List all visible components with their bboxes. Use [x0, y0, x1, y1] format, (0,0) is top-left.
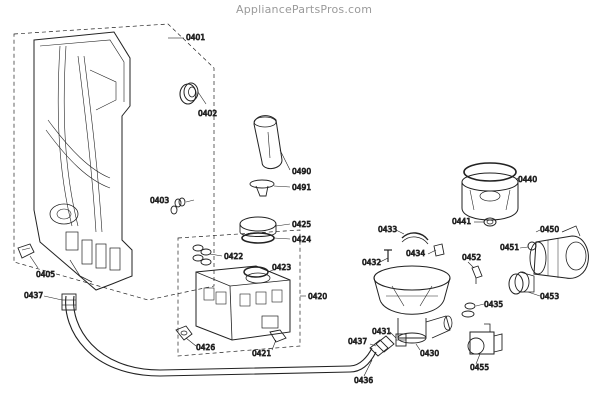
part-0451-graphic: [527, 241, 537, 251]
label-0426: 0426: [196, 343, 215, 352]
group-outline-side-panel: [13, 23, 215, 301]
part-0432-graphic: [384, 249, 392, 262]
label-0405: 0405: [36, 270, 55, 279]
drain-hose-graphic: [61, 293, 395, 377]
label-0424: 0424: [292, 235, 311, 244]
label-0437-hose-left: 0437: [24, 291, 43, 300]
part-0435-graphic: [461, 302, 476, 318]
part-0403-graphic: [170, 197, 186, 215]
label-0434: 0434: [406, 249, 425, 258]
part-0441-graphic: [483, 217, 497, 227]
label-0401: 0401: [186, 33, 205, 42]
label-0451: 0451: [500, 243, 519, 252]
part-0490-graphic: [253, 115, 283, 169]
circulation-pump-motor-graphic: [529, 225, 589, 279]
part-0434-graphic: [433, 243, 445, 257]
leader-lines: [29, 37, 541, 377]
label-0425: 0425: [292, 220, 311, 229]
label-0403: 0403: [150, 196, 169, 205]
label-0431: 0431: [372, 327, 391, 336]
label-0423: 0423: [272, 263, 291, 272]
part-0452-graphic: [471, 265, 483, 284]
label-0440: 0440: [518, 175, 537, 184]
part-0422-graphic: [192, 244, 212, 266]
part-0421-graphic: [269, 329, 287, 343]
label-0421: 0421: [252, 349, 271, 358]
part-0423-graphic: [243, 266, 269, 278]
label-0450: 0450: [540, 225, 559, 234]
part-0491-graphic: [249, 179, 275, 197]
part-0453-graphic: [508, 271, 535, 295]
part-0402-graphic: [179, 82, 199, 105]
part-0405-graphic: [17, 243, 35, 259]
label-0422: 0422: [224, 252, 243, 261]
label-0436: 0436: [354, 376, 373, 385]
label-0441: 0441: [452, 217, 471, 226]
label-0455: 0455: [470, 363, 489, 372]
part-0433-graphic: [401, 232, 429, 245]
part-0425-graphic: [239, 216, 277, 237]
label-0433: 0433: [378, 225, 397, 234]
label-0437-hose-right: 0437: [348, 337, 367, 346]
part-0426-graphic: [175, 325, 193, 341]
part-0431-graphic: [395, 333, 407, 347]
label-0430: 0430: [420, 349, 439, 358]
side-panel-assembly-graphic: [33, 31, 133, 291]
label-0490: 0490: [292, 167, 311, 176]
heater-housing-graphic: [461, 162, 519, 221]
label-0452: 0452: [462, 253, 481, 262]
label-0420: 0420: [308, 292, 327, 301]
part-0424-graphic: [241, 232, 275, 244]
label-0435: 0435: [484, 300, 503, 309]
label-0402: 0402: [198, 109, 217, 118]
group-outline-water-inlet: [177, 229, 301, 357]
watermark-text: AppliancePartsPros.com: [236, 3, 373, 16]
label-0432: 0432: [362, 258, 381, 267]
water-inlet-assembly-graphic: [195, 265, 291, 341]
label-0453: 0453: [540, 292, 559, 301]
sump-assembly-graphic: [373, 265, 453, 344]
drain-pump-graphic: [467, 323, 503, 355]
label-0491: 0491: [292, 183, 311, 192]
